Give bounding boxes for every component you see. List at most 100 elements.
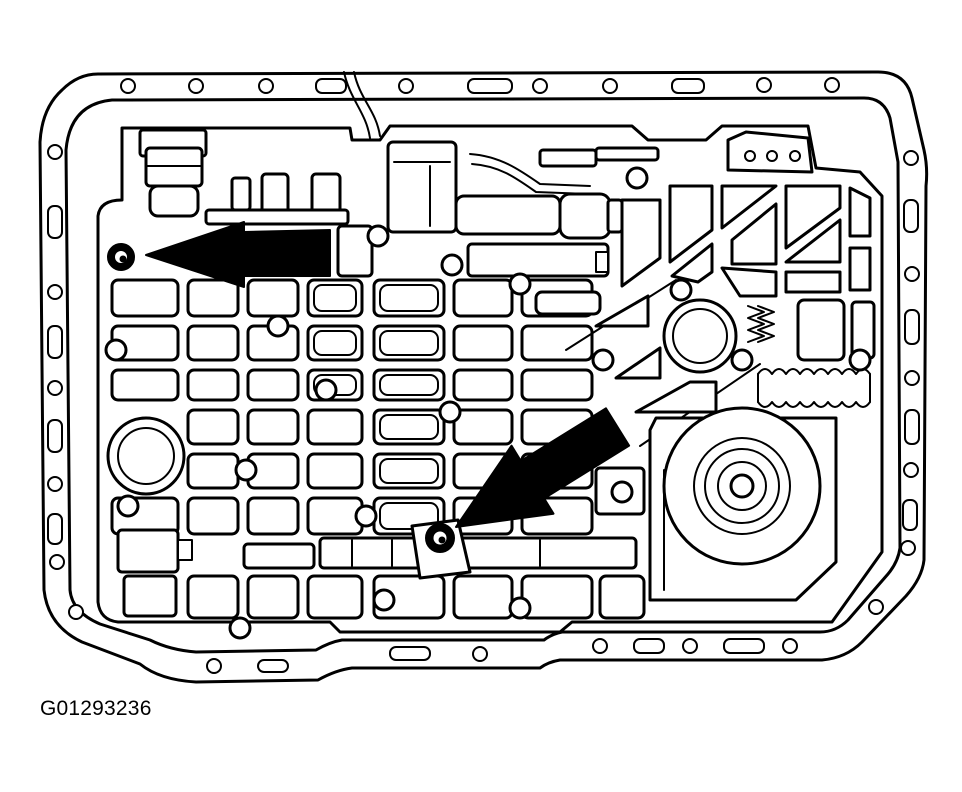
wiring-lead	[343, 71, 381, 139]
strut-block	[336, 224, 374, 278]
valve-spool	[379, 458, 439, 484]
housing-circle	[693, 437, 791, 535]
fluid-channel	[246, 368, 300, 402]
bracket-hole	[789, 150, 801, 162]
housing-circle	[717, 461, 767, 511]
fluid-channel	[186, 408, 240, 446]
gasket-hole	[592, 638, 608, 654]
spring-coil	[747, 305, 765, 343]
accumulator-inner	[117, 427, 175, 485]
bolt-hole	[228, 616, 252, 640]
fluid-channel	[186, 324, 240, 362]
rib-cutout	[784, 218, 842, 264]
valve-body-outline	[96, 124, 884, 634]
bolt-hole	[372, 588, 396, 612]
bolt-lower-center	[425, 523, 455, 553]
rib-cutout	[634, 380, 718, 414]
figure-id-label: G01293236	[40, 697, 152, 720]
rib-cutout	[720, 266, 778, 298]
fluid-channel	[110, 368, 180, 402]
lower-left-blocks	[116, 466, 646, 618]
left-accumulator	[106, 416, 186, 496]
gasket-slot	[903, 199, 919, 233]
arrow-lower-center	[455, 407, 631, 528]
rib-cutout	[848, 246, 872, 292]
fluid-channel	[306, 452, 364, 490]
harness-wire	[469, 153, 591, 187]
rib-cutout	[594, 294, 650, 328]
fluid-channel	[306, 324, 364, 362]
fluid-channel	[452, 574, 514, 620]
rib-cutout	[670, 242, 714, 284]
corrugated-edge	[757, 368, 871, 375]
solenoid-housing	[386, 140, 458, 234]
gasket-hole	[258, 78, 274, 94]
fluid-channel	[306, 278, 364, 318]
gasket-hole	[398, 78, 414, 94]
gasket-slot	[902, 499, 918, 531]
gasket-hole	[868, 599, 884, 615]
gasket-hole	[188, 78, 204, 94]
bolt-hole	[438, 400, 462, 424]
gasket-hole	[47, 380, 63, 396]
bolt-hole	[508, 272, 532, 296]
fluid-channel	[372, 368, 446, 402]
solenoid-center	[386, 140, 660, 316]
valve-spool	[313, 330, 357, 356]
gasket-slot	[904, 409, 920, 445]
fluid-channel	[372, 324, 446, 362]
gasket-hole	[900, 540, 916, 556]
arrow-upper-left	[145, 221, 331, 288]
valve-block	[116, 528, 180, 574]
gasket-slot	[315, 78, 347, 94]
gasket-hole	[682, 638, 698, 654]
fluid-channel	[372, 278, 446, 318]
rib-cutout	[784, 270, 842, 294]
harness-connector	[538, 148, 598, 168]
fluid-channel	[246, 278, 300, 318]
solenoid-base	[148, 184, 200, 218]
harness-wire	[471, 163, 589, 195]
fluid-channel	[452, 408, 514, 446]
bolt-hole	[508, 596, 532, 620]
valve-body-bolt-holes	[104, 166, 872, 640]
fluid-channel	[372, 452, 446, 490]
bracket-hole	[766, 150, 778, 162]
mounting-plate	[466, 242, 610, 278]
bolt-hole	[354, 504, 378, 528]
bolt-hole	[266, 314, 290, 338]
valve-block-tab	[177, 539, 193, 561]
solenoid-terminal	[606, 198, 624, 234]
fluid-channel	[186, 496, 240, 536]
fluid-channel	[598, 574, 646, 620]
bolt-hole	[610, 480, 634, 504]
fluid-channel	[520, 368, 594, 402]
gasket-bolt-holes	[47, 77, 920, 674]
rib-cutout	[720, 184, 778, 230]
spring-coil	[757, 305, 775, 343]
fluid-channel	[246, 408, 300, 446]
fluid-channel	[372, 408, 446, 446]
coil-spring	[747, 305, 775, 343]
gasket-slot	[47, 513, 63, 545]
rail-extension	[242, 542, 316, 570]
gasket-hole	[206, 658, 222, 674]
strut	[310, 172, 342, 216]
gasket-hole	[903, 150, 919, 166]
strut	[260, 172, 290, 216]
bolt-hole	[104, 338, 128, 362]
fluid-channel	[246, 574, 300, 620]
valve-block	[122, 574, 178, 618]
cross-bar	[204, 208, 350, 226]
bolt-hole	[366, 224, 390, 248]
bolt-core	[119, 255, 127, 263]
fluid-channel	[452, 278, 514, 318]
ring-inner	[672, 308, 728, 364]
housing-circle	[704, 448, 780, 524]
plate-tab	[595, 251, 609, 273]
bolt-hole	[116, 494, 140, 518]
valve-spool	[379, 330, 439, 356]
bolt-core	[438, 536, 446, 544]
